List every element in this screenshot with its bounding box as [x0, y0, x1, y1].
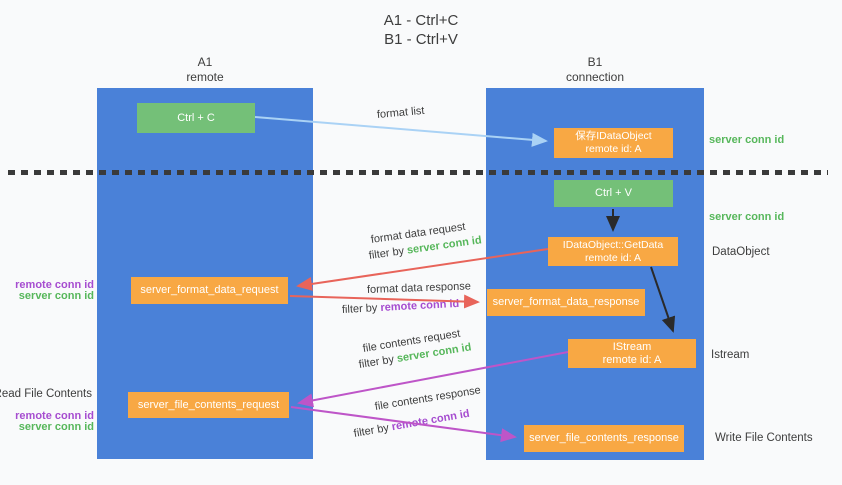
lane-b1-role: connection	[565, 70, 625, 84]
lane-a1-role: remote	[186, 70, 224, 84]
node-server-format-data-request: server_format_data_request	[131, 277, 288, 304]
node-idataobject-getdata: IDataObject::GetData remote id: A	[548, 237, 678, 266]
lane-header-b1: B1 connection	[486, 55, 704, 85]
node-save-dataobject: 保存IDataObject remote id: A	[554, 128, 673, 158]
node-ctrl-v: Ctrl + V	[554, 180, 673, 207]
arrow-getdata-to-istream	[650, 266, 676, 333]
node-getdata-line1: IDataObject::GetData	[562, 238, 664, 251]
label-dataobject: DataObject	[712, 246, 770, 258]
node-format-response-label: server_format_data_response	[492, 296, 640, 308]
arrow-file-contents-response	[290, 406, 517, 443]
label-istream: Istream	[711, 349, 750, 361]
diagram-title: A1 - Ctrl+C B1 - Ctrl+V	[0, 11, 842, 49]
arrow-format-data-request	[296, 248, 549, 291]
lane-b1-name: B1	[587, 55, 603, 69]
label-left-server-conn-id-2: server conn id	[18, 421, 94, 433]
arrow-file-contents-request	[297, 351, 569, 408]
label-right-server-conn-id-1: server conn id	[709, 134, 785, 146]
node-format-request-label: server_format_data_request	[140, 284, 279, 296]
node-istream-line1: IStream	[612, 340, 652, 353]
label-left-server-conn-id-1: server conn id	[18, 290, 94, 302]
node-file-response-label: server_file_contents_response	[529, 432, 679, 444]
label-left-remote-conn-id-1: remote conn id	[15, 279, 94, 291]
node-ctrl-c: Ctrl + C	[137, 103, 255, 133]
node-save-dataobject-line2: remote id: A	[585, 143, 642, 155]
title-line-2: B1 - Ctrl+V	[384, 31, 458, 48]
label-left-remote-conn-id-2: remote conn id	[15, 410, 94, 422]
node-ctrl-c-label: Ctrl + C	[177, 111, 215, 124]
title-line-1: A1 - Ctrl+C	[383, 12, 459, 29]
node-getdata-line2: remote id: A	[584, 251, 642, 264]
node-ctrl-v-label: Ctrl + V	[595, 187, 632, 199]
node-file-request-label: server_file_contents_request	[137, 398, 280, 411]
node-save-dataobject-line1: 保存IDataObject	[575, 130, 652, 142]
node-istream: IStream remote id: A	[568, 339, 696, 368]
node-server-file-contents-response: server_file_contents_response	[524, 425, 684, 452]
label-write-file-contents: Write File Contents	[715, 432, 813, 444]
session-divider-dotted-line	[8, 170, 828, 175]
arrow-format-data-response	[289, 294, 480, 309]
node-server-file-contents-request: server_file_contents_request	[128, 392, 289, 418]
lane-a1-name: A1	[197, 55, 213, 69]
node-server-format-data-response: server_format_data_response	[487, 289, 645, 316]
arrow-format-list	[254, 116, 548, 147]
label-right-server-conn-id-2: server conn id	[709, 211, 785, 223]
lane-header-a1: A1 remote	[97, 55, 313, 85]
label-read-file-contents: Read File Contents	[0, 388, 92, 400]
node-istream-line2: remote id: A	[602, 353, 662, 366]
